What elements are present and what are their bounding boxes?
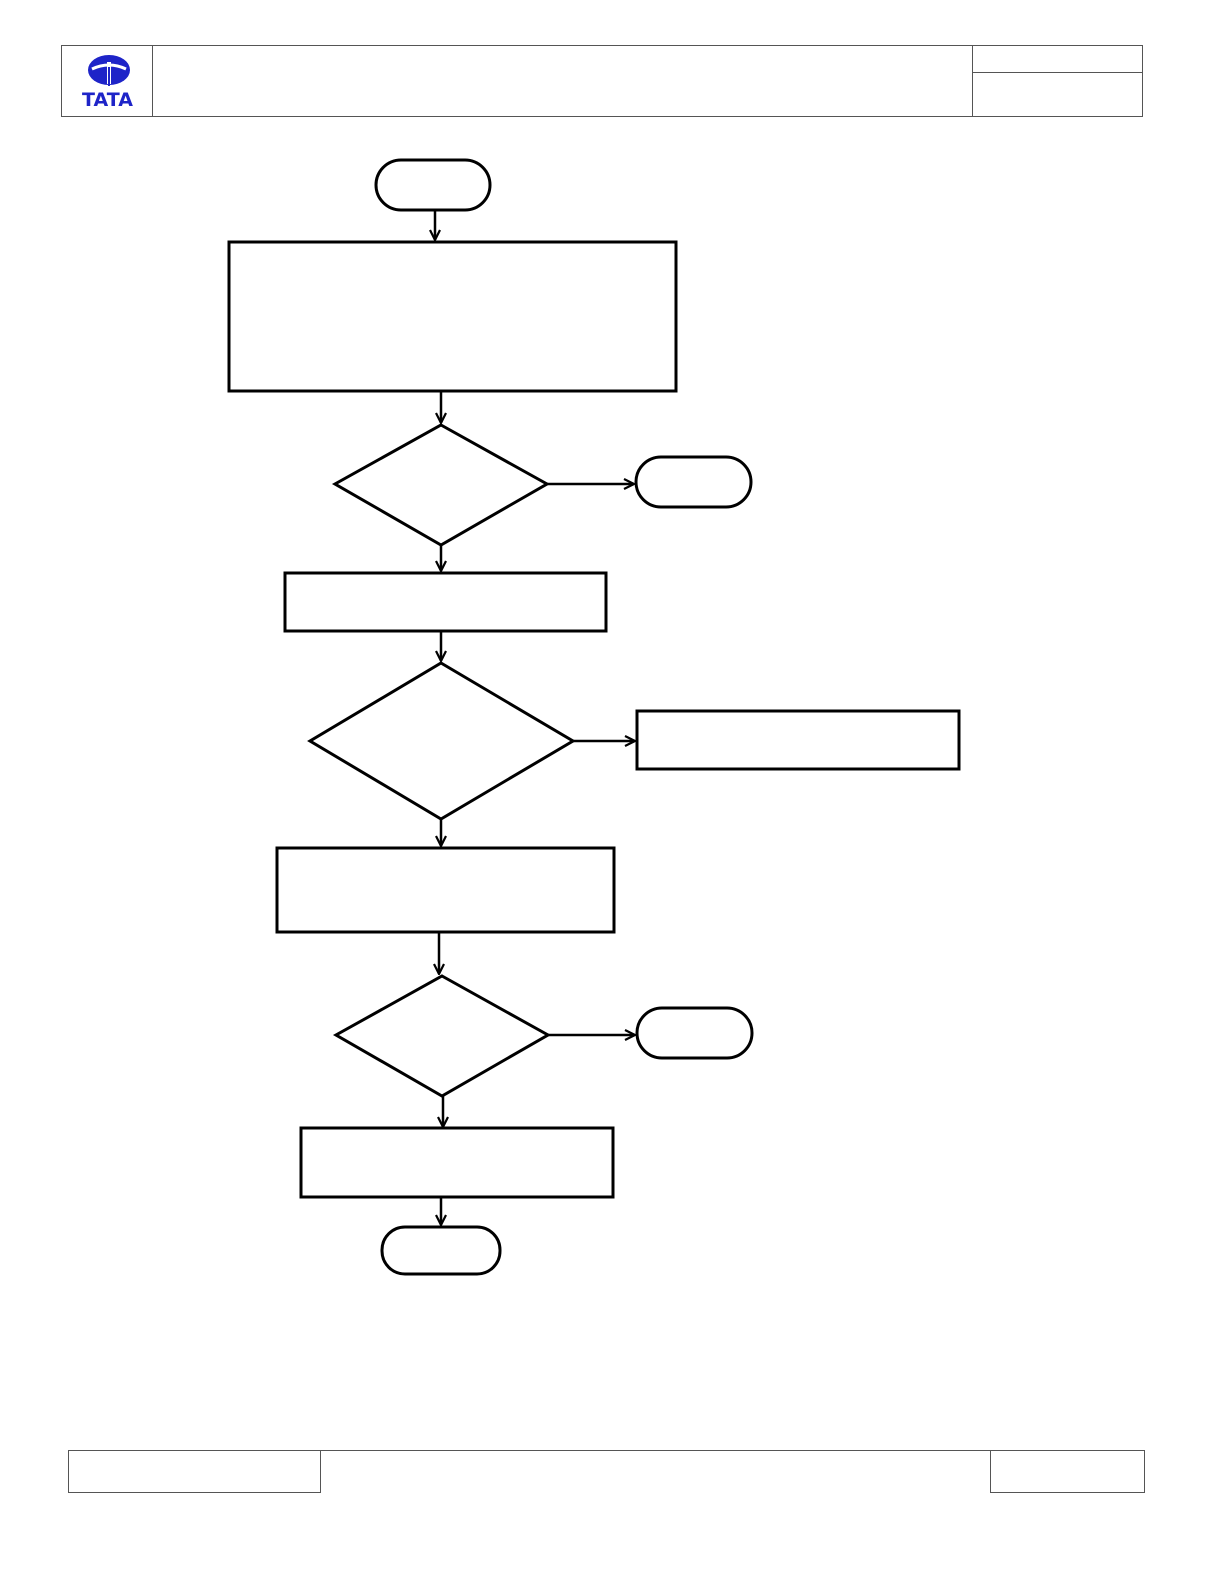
document-header: TATA (61, 45, 1143, 117)
decision-1-diamond (331, 423, 551, 547)
logo-wordmark: TATA (82, 89, 133, 111)
process-1-box (227, 240, 678, 393)
footer-left-cell (68, 1450, 321, 1493)
footer-middle-rule (320, 1450, 991, 1451)
header-meta (972, 46, 1142, 116)
header-doc-no (973, 46, 1142, 73)
start-terminator (374, 158, 492, 212)
process-side-box (635, 709, 961, 771)
decision-2-diamond (307, 661, 576, 821)
tata-logo-icon (88, 55, 130, 86)
end-2-terminator (635, 1006, 754, 1060)
logo-cell: TATA (62, 46, 153, 116)
process-3-box (275, 846, 616, 934)
process-2-box (283, 571, 608, 633)
process-4-box (299, 1126, 615, 1199)
end-1-terminator (634, 455, 753, 509)
end-3-terminator (380, 1225, 502, 1276)
footer-right-cell (990, 1450, 1145, 1493)
decision-3-diamond (332, 974, 552, 1098)
